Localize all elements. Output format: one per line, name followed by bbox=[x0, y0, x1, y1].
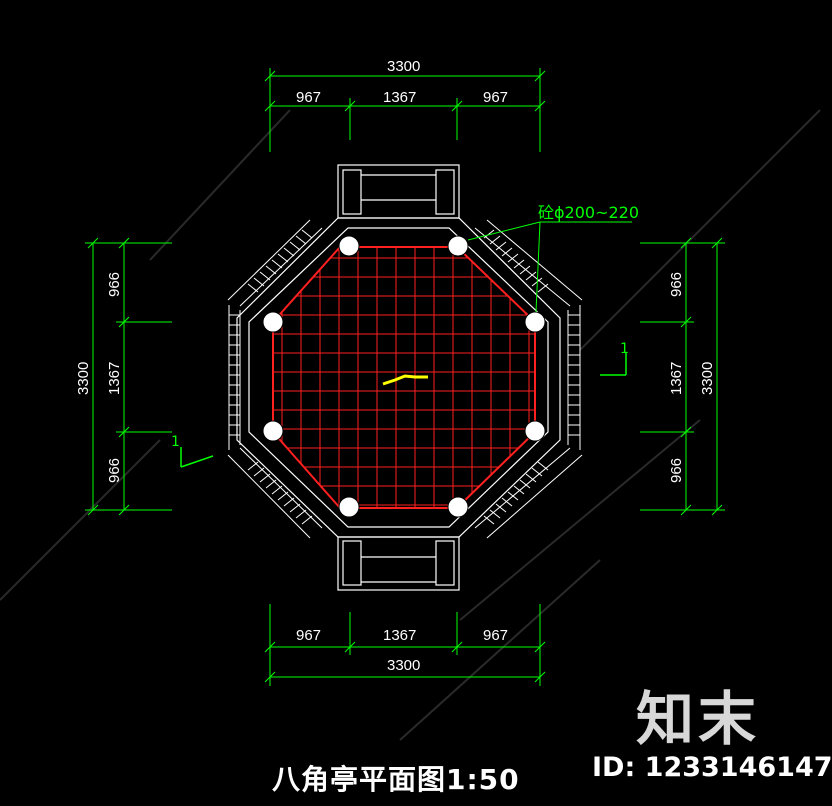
left-dim-top: 966 bbox=[106, 272, 123, 297]
section-mark-left bbox=[180, 447, 214, 468]
bottom-dim-middle: 1367 bbox=[383, 627, 416, 644]
section-label-right: 1 bbox=[620, 341, 629, 357]
side-railing-ticks bbox=[229, 314, 580, 436]
diagonal-watermarks bbox=[0, 109, 821, 741]
top-dim-total: 3300 bbox=[387, 58, 420, 75]
bottom-dim-left: 967 bbox=[296, 627, 321, 644]
top-entrance bbox=[337, 164, 460, 219]
left-dim-middle: 1367 bbox=[106, 362, 123, 395]
bottom-dim-total: 3300 bbox=[387, 657, 420, 674]
bottom-dimension-lines bbox=[264, 604, 546, 686]
column bbox=[524, 420, 546, 442]
top-dimension-lines bbox=[264, 68, 546, 152]
columns bbox=[262, 235, 546, 518]
left-dimension-lines bbox=[85, 237, 172, 516]
column bbox=[338, 235, 360, 257]
column bbox=[338, 496, 360, 518]
right-dim-total: 3300 bbox=[699, 362, 716, 395]
column bbox=[262, 420, 284, 442]
bottom-entrance bbox=[337, 536, 460, 591]
column bbox=[447, 235, 469, 257]
column-note-leader bbox=[467, 221, 632, 313]
brand-logo: 知末 bbox=[636, 685, 761, 753]
right-dimension-lines bbox=[640, 237, 725, 516]
railing-hatching bbox=[227, 219, 583, 539]
left-dim-bottom: 966 bbox=[106, 458, 123, 483]
bottom-dim-right: 967 bbox=[483, 627, 508, 644]
left-dim-total: 3300 bbox=[75, 362, 92, 395]
column-note: 砼ϕ200~220 bbox=[538, 203, 639, 222]
column bbox=[262, 311, 284, 333]
right-dim-middle: 1367 bbox=[668, 362, 685, 395]
section-mark-right bbox=[600, 352, 627, 376]
column bbox=[447, 496, 469, 518]
top-dim-right: 967 bbox=[483, 89, 508, 106]
drawing-title: 八角亭平面图1:50 bbox=[272, 763, 520, 796]
section-label-left: 1 bbox=[171, 434, 180, 450]
right-dim-bottom: 966 bbox=[668, 458, 685, 483]
center-mark bbox=[382, 374, 428, 386]
image-id-label: ID: 1233146147 bbox=[592, 752, 832, 783]
right-dim-top: 966 bbox=[668, 272, 685, 297]
column bbox=[524, 311, 546, 333]
top-dim-middle: 1367 bbox=[383, 89, 416, 106]
top-dim-left: 967 bbox=[296, 89, 321, 106]
